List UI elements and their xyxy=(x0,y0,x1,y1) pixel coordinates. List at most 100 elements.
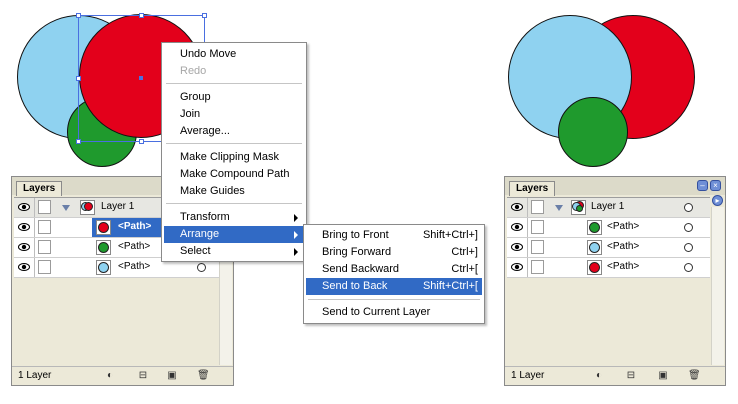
shortcut-label: Ctrl+] xyxy=(451,246,478,258)
menu-item-label: Transform xyxy=(180,211,230,223)
visibility-eye-icon[interactable] xyxy=(18,202,30,212)
tab-layers[interactable]: Layers xyxy=(16,181,63,196)
menu-item-transform[interactable]: Transform xyxy=(164,209,304,226)
menu-item-label: Select xyxy=(180,245,211,257)
shortcut-label: Shift+Ctrl+] xyxy=(422,229,478,241)
lock-toggle[interactable] xyxy=(531,260,544,274)
trash-icon[interactable]: 🗑 xyxy=(688,370,701,381)
selection-handle[interactable] xyxy=(139,139,144,144)
path-row[interactable]: <Path> xyxy=(507,258,710,278)
path-row[interactable]: <Path> xyxy=(14,258,221,278)
submenu-arrow-icon xyxy=(294,231,298,239)
menu-item-label: Send Backward xyxy=(322,263,400,275)
layer-count: 1 Layer xyxy=(18,370,52,381)
context-menu: Undo Move Redo Group Join Average... Mak… xyxy=(161,42,307,262)
locate-object-icon[interactable]: ◐ xyxy=(595,370,603,381)
path-thumbnail-green xyxy=(96,240,111,255)
path-row[interactable]: <Path> xyxy=(507,218,710,238)
path-name: <Path> xyxy=(118,261,151,272)
arrange-submenu: Bring to Front Shift+Ctrl+] Bring Forwar… xyxy=(303,224,485,324)
visibility-eye-icon[interactable] xyxy=(511,242,523,252)
layer-name: Layer 1 xyxy=(591,201,625,212)
path-row[interactable]: <Path> xyxy=(507,238,710,258)
layer-thumbnail xyxy=(80,200,95,215)
make-clipping-mask-icon[interactable]: ⊟ xyxy=(138,370,148,381)
layers-list: Layer 1 <Path> <Path> xyxy=(507,197,710,278)
menu-item-send-to-current-layer[interactable]: Send to Current Layer xyxy=(322,306,431,318)
menu-item-redo: Redo xyxy=(180,65,207,77)
target-circle-icon[interactable] xyxy=(684,243,693,252)
panel-menu-icon[interactable]: ▸ xyxy=(712,195,723,206)
visibility-eye-icon[interactable] xyxy=(511,262,523,272)
expand-triangle-icon[interactable] xyxy=(62,205,70,211)
menu-separator xyxy=(308,299,480,300)
path-name: <Path> xyxy=(118,241,151,252)
target-circle-icon[interactable] xyxy=(684,223,693,232)
layer-row[interactable]: Layer 1 xyxy=(507,198,710,218)
menu-item-bring-to-front[interactable]: Bring to Front Shift+Ctrl+] xyxy=(306,227,482,244)
menu-item-undo-move[interactable]: Undo Move xyxy=(180,48,237,60)
lock-toggle[interactable] xyxy=(531,240,544,254)
target-circle-icon[interactable] xyxy=(684,203,693,212)
path-thumbnail-green xyxy=(587,220,602,235)
lock-toggle[interactable] xyxy=(38,220,51,234)
lock-toggle[interactable] xyxy=(38,240,51,254)
tab-layers[interactable]: Layers xyxy=(509,181,556,196)
locate-object-icon[interactable]: ◐ xyxy=(106,370,114,381)
scrollbar[interactable] xyxy=(711,207,724,365)
layer-thumbnail xyxy=(571,200,586,215)
minimize-icon[interactable]: – xyxy=(697,180,708,191)
menu-item-label: Arrange xyxy=(180,228,220,240)
path-name: <Path> xyxy=(607,241,640,252)
visibility-eye-icon[interactable] xyxy=(511,222,523,232)
submenu-arrow-icon xyxy=(294,248,298,256)
menu-item-send-backward[interactable]: Send Backward Ctrl+[ xyxy=(306,261,482,278)
menu-item-make-guides[interactable]: Make Guides xyxy=(180,185,245,197)
target-circle-icon[interactable] xyxy=(684,263,693,272)
visibility-eye-icon[interactable] xyxy=(18,242,30,252)
menu-item-send-to-back[interactable]: Send to Back Shift+Ctrl+[ xyxy=(306,278,482,295)
menu-item-make-compound-path[interactable]: Make Compound Path xyxy=(180,168,290,180)
lock-toggle[interactable] xyxy=(531,200,544,214)
close-icon[interactable]: × xyxy=(710,180,721,191)
make-clipping-mask-icon[interactable]: ⊟ xyxy=(626,370,636,381)
layers-panel-right: Layers – × ▸ Layer 1 <Path> xyxy=(504,176,726,386)
shortcut-label: Shift+Ctrl+[ xyxy=(422,280,478,292)
menu-item-select[interactable]: Select xyxy=(164,243,304,260)
path-name: <Path> xyxy=(607,261,640,272)
lock-toggle[interactable] xyxy=(38,200,51,214)
path-thumbnail-blue xyxy=(96,260,111,275)
menu-item-join[interactable]: Join xyxy=(180,108,201,120)
visibility-eye-icon[interactable] xyxy=(18,222,30,232)
layers-panel-left: Layers Layer 1 <Path> xyxy=(11,176,234,386)
trash-icon[interactable]: 🗑 xyxy=(197,370,210,381)
selection-handle[interactable] xyxy=(76,139,81,144)
menu-item-make-clipping-mask[interactable]: Make Clipping Mask xyxy=(180,151,280,163)
path-name: <Path> xyxy=(607,221,640,232)
visibility-eye-icon[interactable] xyxy=(511,202,523,212)
selection-handle[interactable] xyxy=(139,13,144,18)
new-sublayer-icon[interactable]: ▣ xyxy=(167,370,177,381)
lock-toggle[interactable] xyxy=(531,220,544,234)
path-name: <Path> xyxy=(118,221,152,232)
new-sublayer-icon[interactable]: ▣ xyxy=(658,370,668,381)
selection-handle[interactable] xyxy=(76,76,81,81)
selection-handle[interactable] xyxy=(76,13,81,18)
expand-triangle-icon[interactable] xyxy=(555,205,563,211)
lock-toggle[interactable] xyxy=(38,260,51,274)
menu-item-label: Bring to Front xyxy=(322,229,389,241)
panel-footer: 1 Layer ◐ ⊟ ▣ 🗑 xyxy=(505,366,725,385)
target-circle-icon[interactable] xyxy=(197,263,206,272)
selection-handle[interactable] xyxy=(202,13,207,18)
menu-item-arrange[interactable]: Arrange xyxy=(164,226,304,243)
panel-footer: 1 Layer ◐ ⊟ ▣ 🗑 xyxy=(12,366,233,385)
visibility-eye-icon[interactable] xyxy=(18,262,30,272)
layer-name: Layer 1 xyxy=(101,201,135,212)
menu-item-label: Bring Forward xyxy=(322,246,392,258)
layer-count: 1 Layer xyxy=(511,370,545,381)
path-thumbnail-blue xyxy=(587,240,602,255)
menu-item-average[interactable]: Average... xyxy=(180,125,230,137)
menu-item-group[interactable]: Group xyxy=(180,91,211,103)
green-circle[interactable] xyxy=(558,97,628,167)
menu-item-bring-forward[interactable]: Bring Forward Ctrl+] xyxy=(306,244,482,261)
